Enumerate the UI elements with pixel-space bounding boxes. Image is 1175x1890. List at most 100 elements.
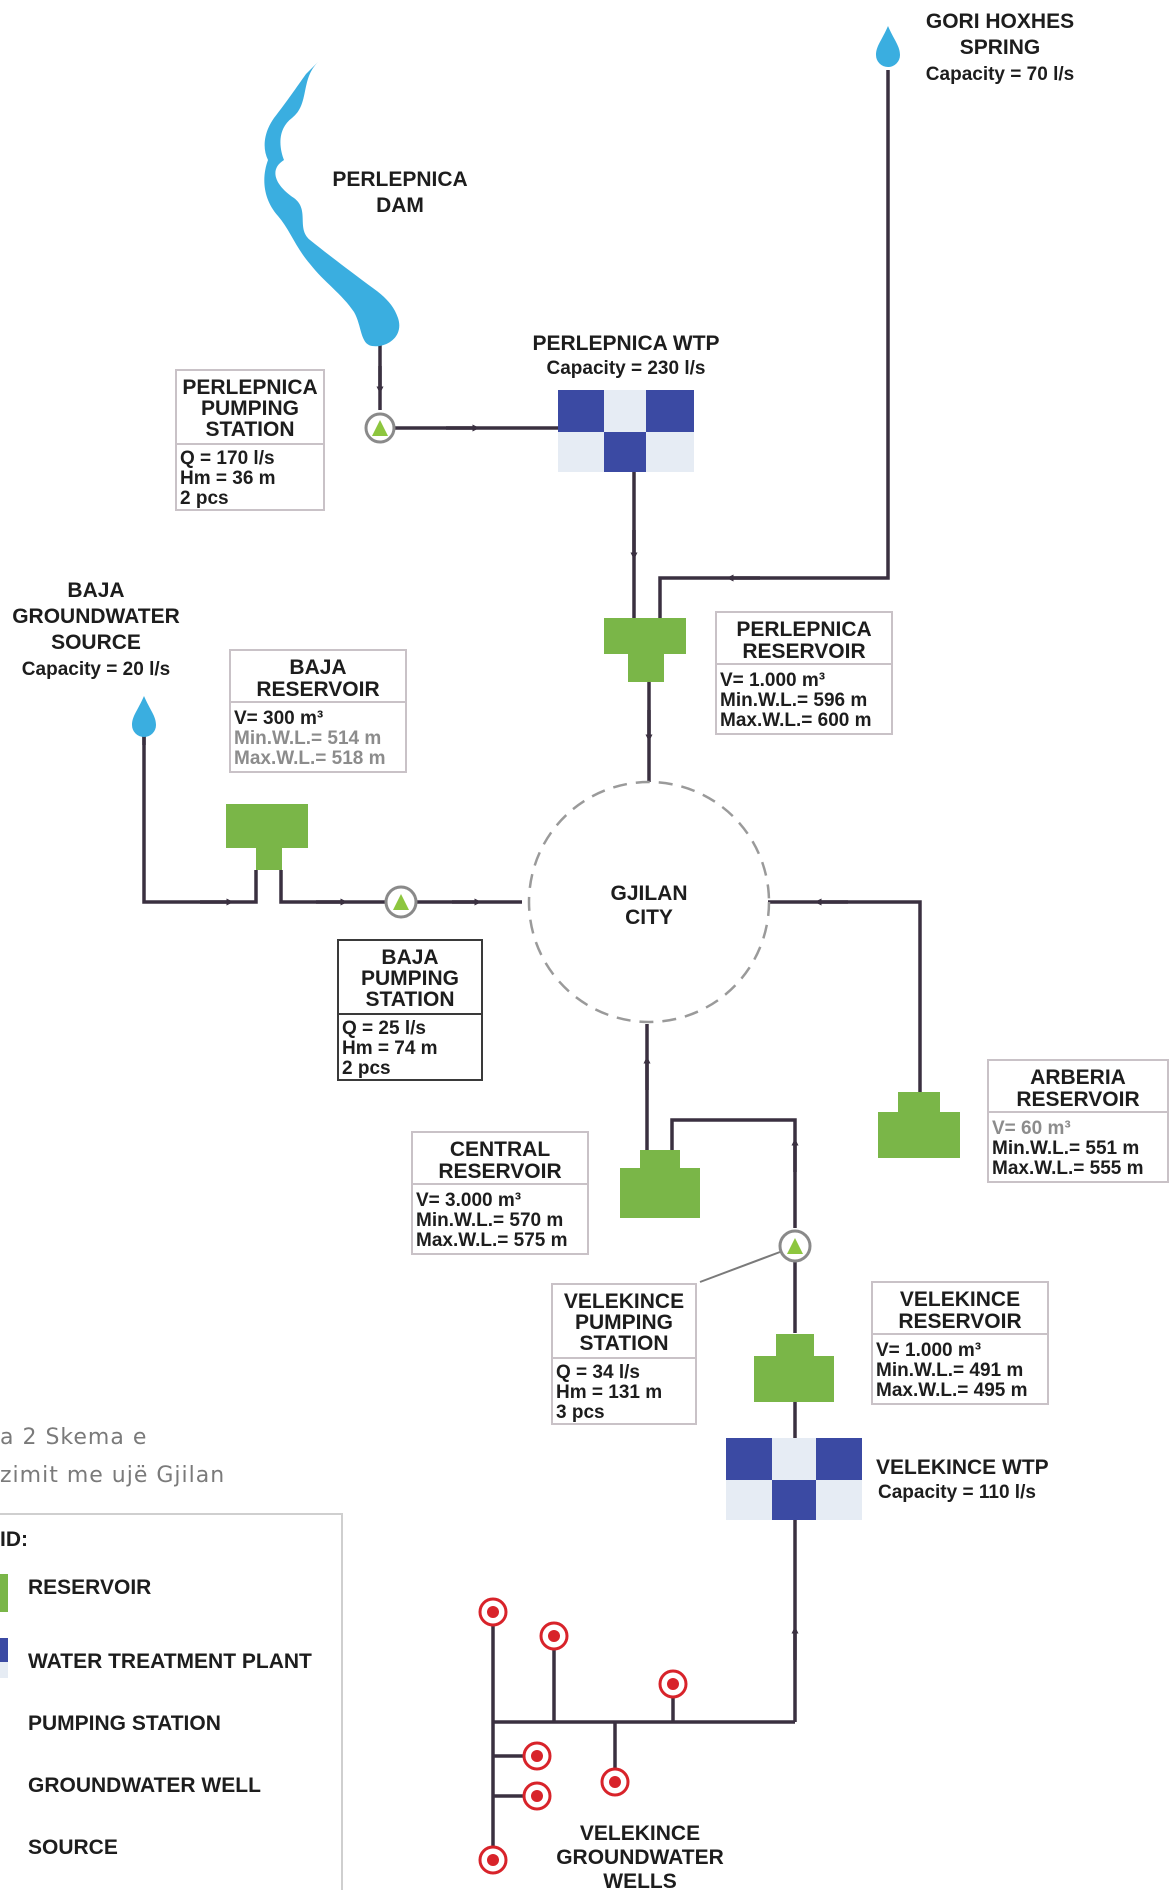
perlepnica-res-name-2: RESERVOIR [742, 640, 865, 663]
gori-hoxhes-capacity: Capacity = 70 l/s [926, 64, 1074, 85]
groundwater-well-icon [539, 1621, 569, 1651]
baja-res-name-2: RESERVOIR [256, 678, 379, 701]
velekince-res-name-2: RESERVOIR [898, 1310, 1021, 1333]
perlepnica-res-min: Min.W.L.= 596 m [720, 690, 867, 711]
velekince-ps-name-3: STATION [579, 1332, 668, 1355]
pipe-arberia-to-city [768, 900, 922, 1098]
baja-pump-icon [384, 885, 418, 919]
groundwater-well-icon [522, 1741, 552, 1771]
perlepnica-wtp-label: PERLEPNICA WTP Capacity = 230 l/s [532, 332, 719, 379]
baja-res-min: Min.W.L.= 514 m [234, 728, 381, 749]
velekince-reservoir-box: VELEKINCE RESERVOIR V= 1.000 m³ Min.W.L.… [871, 1281, 1049, 1405]
arberia-res-v: V= 60 m³ [992, 1118, 1071, 1139]
flow-arrows [142, 366, 848, 1660]
reservoirs [226, 618, 960, 1402]
gjilan-label-2: CITY [625, 906, 673, 929]
baja-pumping-station-box: BAJA PUMPING STATION Q = 25 l/s Hm = 74 … [337, 939, 483, 1081]
leader-velekince-pump [699, 1251, 781, 1283]
groundwater-well-icon [478, 1845, 508, 1875]
baja-source-name-3: SOURCE [51, 631, 141, 654]
wells-name-1: VELEKINCE [580, 1822, 700, 1845]
perlepnica-ps-name-3: STATION [205, 418, 294, 441]
perlepnica-ps-hm: Hm = 36 m [180, 468, 276, 489]
perlepnica-wtp-name: PERLEPNICA WTP [532, 332, 719, 355]
baja-res-name-1: BAJA [289, 656, 346, 679]
dam-name-1: PERLEPNICA [332, 168, 467, 191]
wells-name-3: WELLS [603, 1870, 677, 1890]
groundwater-well-icon [478, 1597, 508, 1627]
central-res-name-2: RESERVOIR [438, 1160, 561, 1183]
perlepnica-dam-icon [264, 62, 400, 347]
baja-ps-hm: Hm = 74 m [342, 1038, 438, 1059]
central-res-v: V= 3.000 m³ [416, 1190, 521, 1211]
dam-name-2: DAM [376, 194, 424, 217]
baja-ps-pcs: 2 pcs [342, 1058, 391, 1079]
perlepnica-ps-name-1: PERLEPNICA [182, 376, 317, 399]
gori-hoxhes-source-icon [876, 26, 900, 67]
velekince-wells-icons [478, 1597, 688, 1875]
perlepnica-pump-icon [364, 412, 396, 444]
velekince-pumping-station-box: VELEKINCE PUMPING STATION Q = 34 l/s Hm … [551, 1283, 697, 1425]
perlepnica-reservoir-box: PERLEPNICA RESERVOIR V= 1.000 m³ Min.W.L… [715, 611, 893, 735]
arberia-res-max: Max.W.L.= 555 m [992, 1158, 1144, 1179]
velekince-ps-q: Q = 34 l/s [556, 1362, 640, 1383]
baja-source-icon [132, 696, 156, 737]
arberia-reservoir-icon [878, 1092, 960, 1158]
arberia-res-min: Min.W.L.= 551 m [992, 1138, 1139, 1159]
central-reservoir-box: CENTRAL RESERVOIR V= 3.000 m³ Min.W.L.= … [411, 1131, 589, 1255]
central-res-name-1: CENTRAL [450, 1138, 550, 1161]
perlepnica-reservoir-icon [604, 618, 686, 682]
velekince-reservoir-icon [754, 1334, 834, 1402]
velekince-pump-icon [778, 1229, 812, 1263]
legend-item-source: SOURCE [28, 1836, 118, 1859]
pipe-spring-to-reservoir [658, 70, 890, 620]
pipe-baja-reservoir-out [279, 870, 386, 904]
baja-reservoir-box: BAJA RESERVOIR V= 300 m³ Min.W.L.= 514 m… [229, 649, 407, 773]
perlepnica-pumping-station-box: PERLEPNICA PUMPING STATION Q = 170 l/s H… [175, 369, 325, 511]
gjilan-label-1: GJILAN [610, 882, 687, 905]
legend-item-reservoir: RESERVOIR [28, 1576, 151, 1599]
perlepnica-ps-name-2: PUMPING [201, 397, 299, 420]
groundwater-well-icon [600, 1767, 630, 1797]
figure-caption-line-2: zimit me ujë Gjilan [0, 1463, 225, 1488]
legend: ID: RESERVOIR WATER TREATMENT PLANT PUMP… [0, 1513, 343, 1890]
velekince-ps-name-2: PUMPING [575, 1311, 673, 1334]
velekince-wtp-icon [726, 1438, 862, 1520]
gori-hoxhes-name-2: SPRING [960, 36, 1041, 59]
perlepnica-res-max: Max.W.L.= 600 m [720, 710, 872, 731]
perlepnica-dam-label: PERLEPNICA DAM [332, 168, 467, 217]
perlepnica-res-name-1: PERLEPNICA [736, 618, 871, 641]
central-reservoir-icon [620, 1150, 700, 1218]
gori-hoxhes-label: GORI HOXHES SPRING Capacity = 70 l/s [926, 10, 1074, 85]
legend-item-pumping-station: PUMPING STATION [28, 1712, 221, 1735]
arberia-reservoir-box: ARBERIA RESERVOIR V= 60 m³ Min.W.L.= 551… [987, 1059, 1169, 1183]
velekince-wtp-name: VELEKINCE WTP [876, 1456, 1049, 1479]
baja-reservoir-icon [226, 804, 308, 870]
legend-wtp-icon [0, 1638, 8, 1662]
velekince-wtp-label: VELEKINCE WTP Capacity = 110 l/s [876, 1456, 1049, 1503]
velekince-wells-label: VELEKINCE GROUNDWATER WELLS [556, 1822, 724, 1890]
baja-ps-name-1: BAJA [381, 946, 438, 969]
baja-res-max: Max.W.L.= 518 m [234, 748, 386, 769]
legend-frame [0, 1513, 343, 1890]
legend-reservoir-icon [0, 1574, 8, 1612]
baja-source-name-1: BAJA [67, 579, 124, 602]
gjilan-city-boundary [527, 780, 771, 1024]
legend-item-groundwater-well: GROUNDWATER WELL [28, 1774, 261, 1797]
velekince-wtp-capacity: Capacity = 110 l/s [878, 1482, 1036, 1503]
baja-source-capacity: Capacity = 20 l/s [22, 659, 170, 680]
central-res-min: Min.W.L.= 570 m [416, 1210, 563, 1231]
velekince-res-max: Max.W.L.= 495 m [876, 1380, 1028, 1401]
pumps [364, 412, 812, 1263]
velekince-ps-pcs: 3 pcs [556, 1402, 605, 1423]
velekince-ps-name-1: VELEKINCE [564, 1290, 684, 1313]
velekince-ps-hm: Hm = 131 m [556, 1382, 662, 1403]
baja-source-name-2: GROUNDWATER [12, 605, 180, 628]
legend-wtp-icon-light [0, 1662, 8, 1678]
baja-source-label: BAJA GROUNDWATER SOURCE Capacity = 20 l/… [12, 579, 180, 680]
groundwater-well-icon [658, 1669, 688, 1699]
perlepnica-res-v: V= 1.000 m³ [720, 670, 825, 691]
baja-ps-name-2: PUMPING [361, 967, 459, 990]
central-res-max: Max.W.L.= 575 m [416, 1230, 568, 1251]
